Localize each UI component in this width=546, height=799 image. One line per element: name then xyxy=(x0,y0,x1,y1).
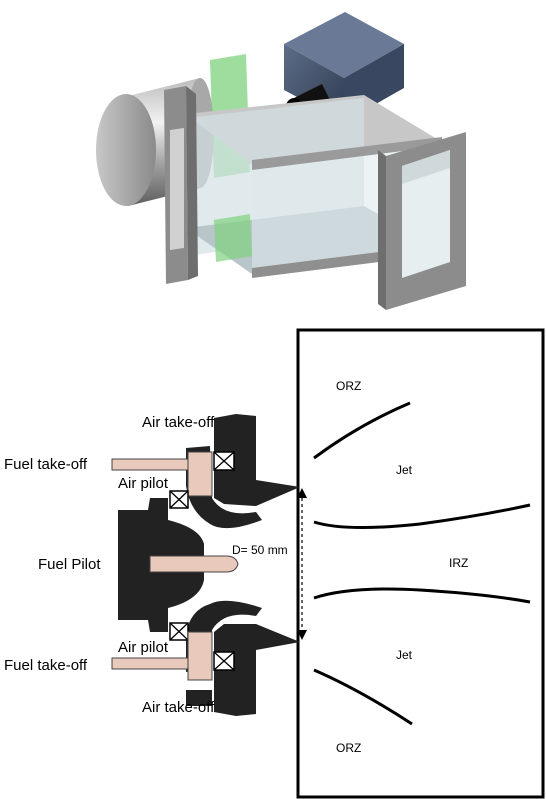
air-pilot-top-label: Air pilot xyxy=(118,475,169,492)
pilot-body xyxy=(118,498,239,632)
rig-rendering xyxy=(96,12,466,310)
fuel-pilot-label: Fuel Pilot xyxy=(38,556,101,573)
burner-bottom-half xyxy=(111,600,300,716)
fuel-takeoff-bottom-label: Fuel take-off xyxy=(4,657,88,674)
jet-top-streamline xyxy=(313,503,531,530)
air-pilot-bottom-label: Air pilot xyxy=(118,639,169,656)
burner-schematic: Air take-off Fuel take-off Air pilot Fue… xyxy=(4,328,545,799)
air-takeoff-top-label: Air take-off xyxy=(142,414,215,431)
orz-top-streamline xyxy=(313,401,411,460)
jet-top-label: Jet xyxy=(396,463,413,477)
chamber-wall xyxy=(296,328,545,799)
orz-bottom-streamline xyxy=(313,668,413,726)
orz-bottom-label: ORZ xyxy=(336,741,361,755)
laser-sheet-lower xyxy=(214,214,252,262)
diameter-dimension xyxy=(297,488,307,640)
air-takeoff-bottom-label: Air take-off xyxy=(142,699,215,716)
orz-top-label: ORZ xyxy=(336,379,361,393)
combustion-chamber xyxy=(164,86,466,310)
irz-label: IRZ xyxy=(449,556,468,570)
fuel-takeoff-top-label: Fuel take-off xyxy=(4,456,88,473)
irz-streamline xyxy=(313,587,531,604)
burner-top-half xyxy=(111,414,300,529)
diameter-label: D= 50 mm xyxy=(232,543,288,557)
jet-bottom-label: Jet xyxy=(396,648,413,662)
